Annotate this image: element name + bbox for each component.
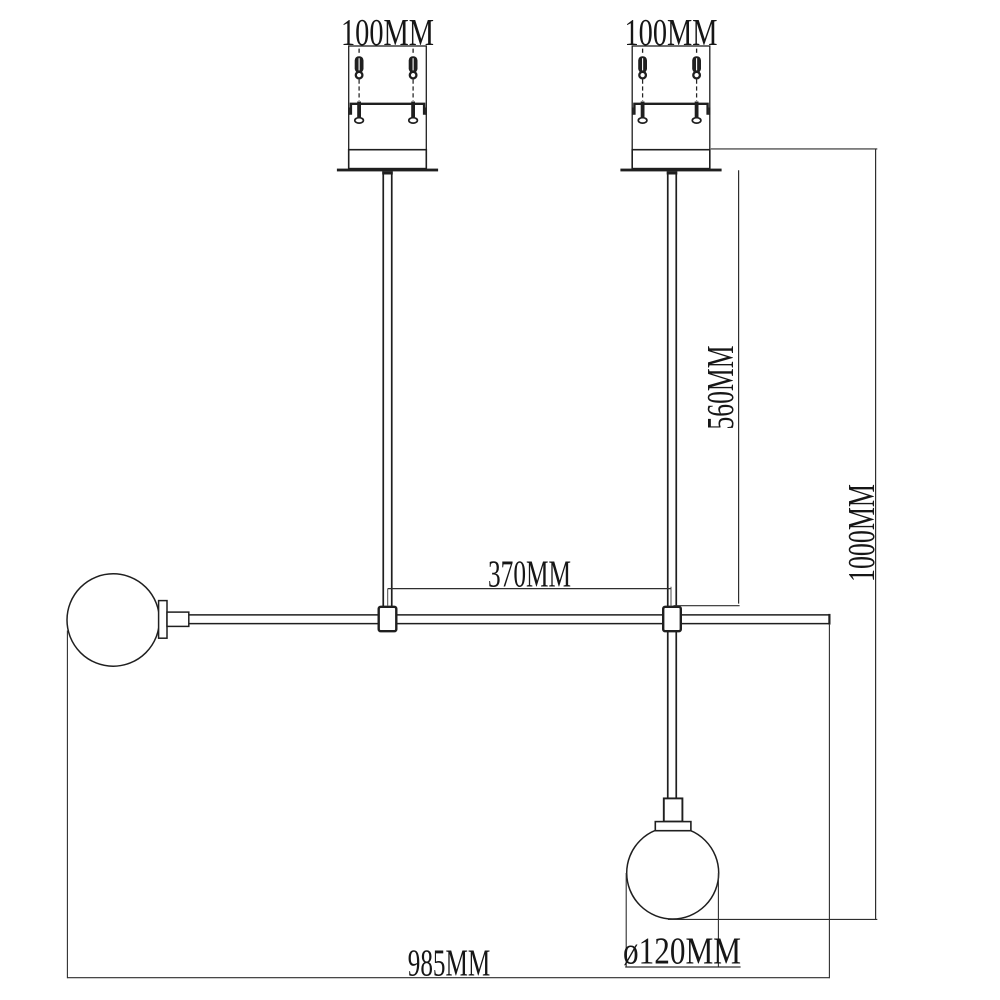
- left-rod: [382, 171, 393, 608]
- left-globe: [66, 573, 161, 667]
- dimension-right-drop: 560MM: [673, 170, 742, 607]
- screw-head: [407, 116, 419, 124]
- bottom-globe-nipple: [662, 797, 684, 823]
- bottom-globe: [625, 826, 720, 920]
- left-mounting-bracket: [349, 102, 426, 115]
- screw-anchor-eye: [354, 70, 364, 80]
- bottom-globe-assembly: [625, 797, 720, 920]
- right-canopy-flange: [620, 168, 722, 172]
- left-canopy-screw-2: [407, 48, 419, 124]
- left-canopy-cylinder: [347, 148, 428, 170]
- screw-head: [353, 116, 365, 124]
- screw-anchor-eye: [408, 70, 418, 80]
- left-canopy-assembly: 100MM: [336, 12, 439, 175]
- right-canopy-cylinder: [631, 148, 711, 170]
- overall-height-label: 1000MM: [841, 484, 883, 582]
- right-drop-label: 560MM: [700, 346, 742, 430]
- bottom-globe-collar: [654, 820, 692, 832]
- horizontal-bar: [188, 613, 831, 625]
- left-canopy-width-label: 100MM: [341, 12, 434, 54]
- left-rod-top-collar: [382, 171, 393, 175]
- right-rod-top-collar: [666, 171, 678, 175]
- rod-spacing-label: 370MM: [488, 553, 571, 595]
- screw-anchor-eye: [692, 70, 702, 80]
- globe-diameter-label: ø120MM: [623, 931, 741, 973]
- right-canopy-width-label: 100MM: [625, 12, 718, 54]
- dimension-globe-diameter: ø120MM: [623, 873, 741, 973]
- dimension-overall-height: 1000MM: [668, 148, 883, 920]
- left-globe-neck: [166, 611, 190, 628]
- right-canopy-screw-1: [637, 48, 648, 124]
- right-canopy-screw-2: [691, 48, 702, 124]
- left-junction-block: [377, 605, 398, 633]
- right-canopy-assembly: 100MM: [620, 12, 722, 175]
- screw-head: [691, 116, 702, 124]
- left-globe-collar: [157, 599, 168, 639]
- left-canopy-screw-1: [353, 48, 365, 124]
- left-canopy-flange: [336, 168, 439, 172]
- left-globe-assembly: [66, 573, 190, 667]
- dimension-overall-width: 985MM: [66, 624, 830, 985]
- right-mounting-bracket: [633, 102, 709, 115]
- right-junction-block: [662, 605, 683, 633]
- overall-width-label: 985MM: [408, 943, 491, 985]
- dimension-rod-spacing: 370MM: [387, 553, 672, 607]
- right-rod: [666, 171, 678, 799]
- screw-anchor-eye: [638, 70, 648, 80]
- screw-head: [637, 116, 648, 124]
